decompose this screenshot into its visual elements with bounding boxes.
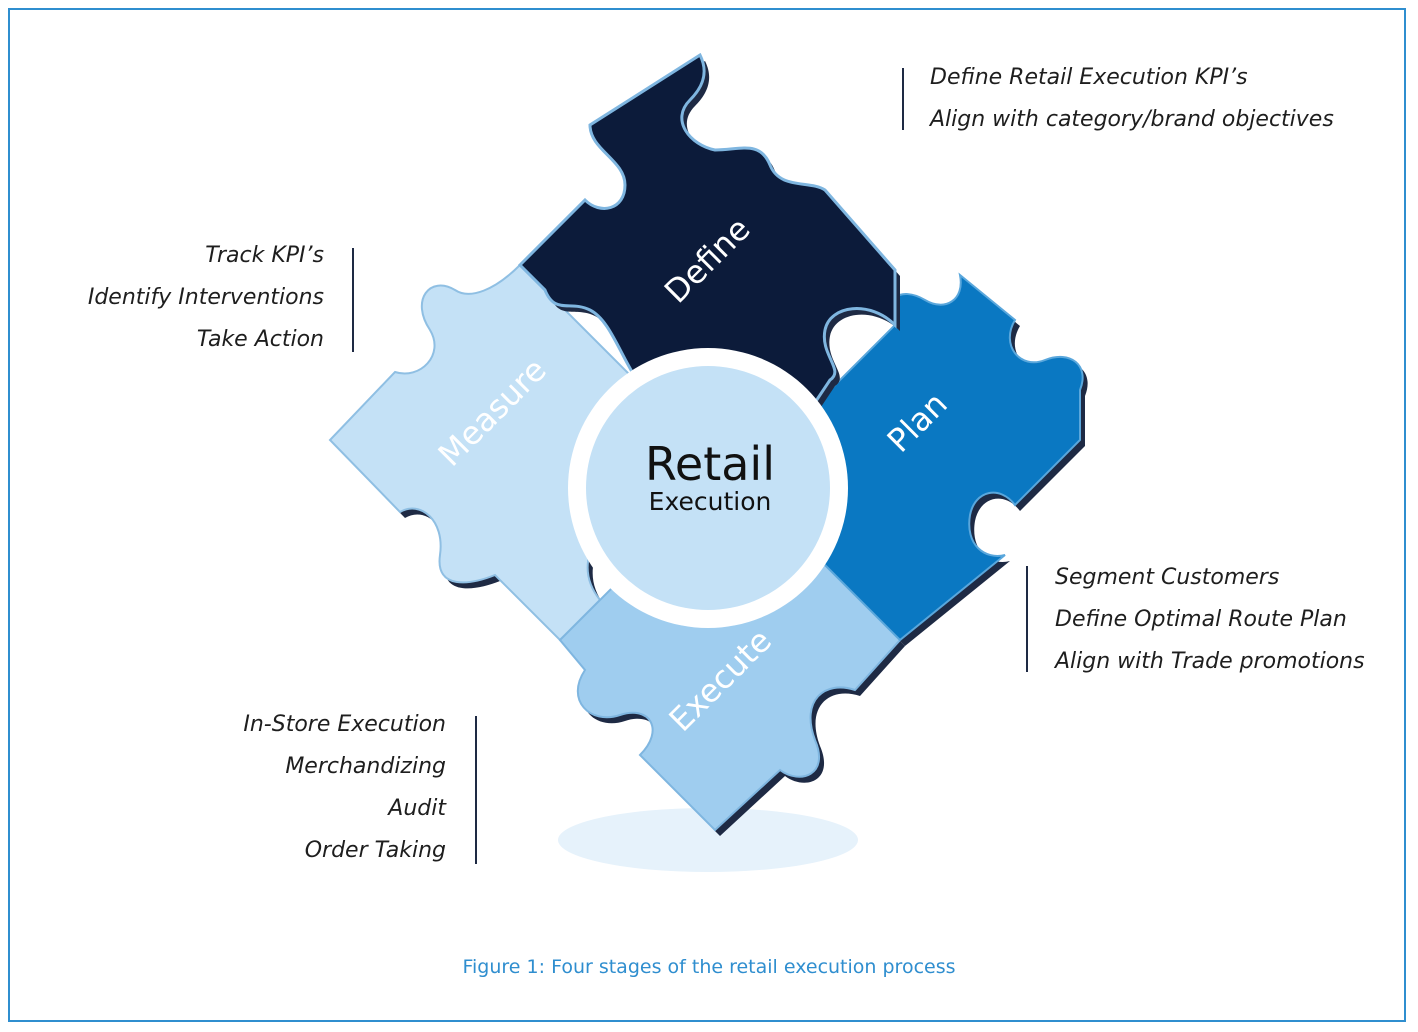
center-title: Retail (645, 437, 775, 491)
plan-note: Segment Customers (1055, 565, 1280, 590)
center-disc (586, 366, 830, 610)
measure-note: Identify Interventions (87, 285, 324, 310)
define-note: Define Retail Execution KPI’s (930, 65, 1248, 90)
execute-note: Merchandizing (285, 754, 446, 779)
measure-note: Take Action (196, 327, 324, 352)
figure-caption: Figure 1: Four stages of the retail exec… (462, 956, 956, 978)
piece-plan: Plan (808, 272, 1088, 646)
plan-notes-bar (1026, 566, 1028, 672)
define-notes-bar (902, 68, 904, 130)
piece-define: Define (517, 52, 900, 416)
define-notes: Define Retail Execution KPI’s Align with… (930, 57, 1334, 141)
execute-note: In-Store Execution (243, 712, 446, 737)
plan-note: Define Optimal Route Plan (1055, 607, 1347, 632)
ground-shadow (558, 808, 858, 872)
define-note: Align with category/brand objectives (930, 107, 1334, 132)
plan-note: Align with Trade promotions (1055, 649, 1365, 674)
figure-frame (8, 8, 1406, 1022)
piece-measure: Measure (328, 263, 645, 646)
plan-notes: Segment Customers Define Optimal Route P… (1055, 557, 1365, 683)
measure-note: Track KPI’s (205, 243, 324, 268)
measure-notes-bar (352, 248, 354, 352)
execute-note: Audit (388, 796, 446, 821)
piece-execute: Execute (558, 558, 905, 836)
execute-notes-bar (475, 716, 477, 864)
center-hub: Retail Execution (568, 348, 848, 628)
execute-note: Order Taking (304, 838, 446, 863)
center-subtitle: Execution (649, 487, 772, 516)
plan-shape (808, 272, 1084, 642)
measure-notes: Track KPI’s Identify Interventions Take … (88, 235, 324, 361)
execute-notes: In-Store Execution Merchandizing Audit O… (243, 704, 446, 872)
